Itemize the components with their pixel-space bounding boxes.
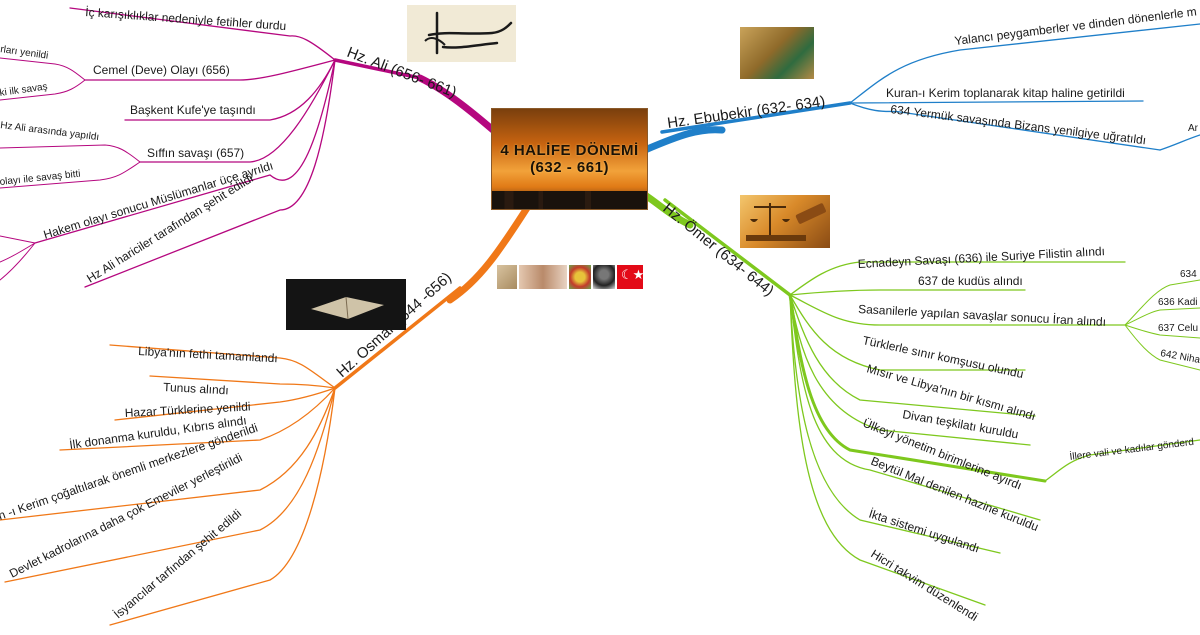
ali-item-arasinda-yapildi[interactable]: Hz Ali arasında yapıldı: [0, 120, 100, 143]
ebubekir-image: [740, 27, 814, 79]
strip-image-3: [569, 265, 591, 289]
ali-sub-connector-3: [0, 57, 86, 81]
ebubekir-sub-connector-4: [1159, 134, 1200, 151]
ebubekir-sub-connector-1: [849, 23, 1200, 104]
osman-item-sehit[interactable]: İsyancılar tarfından şehit edildi: [111, 506, 244, 621]
calligraphy-icon: [424, 11, 513, 55]
osman-sub-connector-5: [0, 387, 336, 521]
omer-sub-connector-4: [1124, 279, 1200, 326]
central-title-line2: (632 - 661): [530, 159, 609, 176]
osman-sub-connector-7: [109, 387, 336, 626]
omer-sub-connector-5: [1124, 307, 1200, 326]
ali-sub-connector-9: [34, 59, 336, 244]
omer-sub-connector-2: [789, 289, 1026, 296]
turkish-flag-icon: [617, 265, 643, 289]
ali-sub-connector-2: [84, 59, 336, 81]
osman-sub-connector-2: [149, 375, 336, 389]
osman-sub-connector-1: [109, 344, 336, 389]
city-skyline: [492, 191, 647, 209]
ebubekir-item-yermuk[interactable]: 634 Yermük savaşında Bizans yenilgiye uğ…: [890, 102, 1147, 147]
omer-sub-connector-7: [1124, 324, 1200, 371]
central-topic[interactable]: 4 HALİFE DÖNEMİ (632 - 661): [492, 109, 647, 209]
osman-item-libya[interactable]: Libya'nın fethi tamamlandı: [138, 344, 278, 365]
strip-image-2: [519, 265, 567, 289]
branch-ali: [0, 7, 504, 288]
omer-sub-connector-11: [788, 293, 1047, 483]
osman-sub-connector-3: [114, 387, 336, 421]
omer-item-642-niha[interactable]: 642 Niha: [1159, 348, 1200, 366]
ali-item-kufe[interactable]: Başkent Kufe'ye taşındı: [130, 103, 256, 117]
ali-sub-connector-13: [84, 59, 336, 288]
osman-main-connector: [446, 204, 531, 304]
omer-item-hicri-takvim[interactable]: Hicri takvim düzenlendi: [868, 547, 980, 624]
ali-sub-connector-6: [139, 59, 336, 163]
ali-sub-connector-11: [0, 242, 36, 263]
ali-item-ilk-savas[interactable]: ki ilk savaş: [0, 81, 48, 99]
ebubekir-sub-connector-3: [849, 102, 1161, 151]
strip-image-1: [497, 265, 517, 289]
branch-osman: [0, 204, 531, 626]
ali-item-fetihler-durdu[interactable]: İç karışıklıklar nedeniyle fetihler durd…: [85, 5, 287, 33]
ali-item-siffin[interactable]: Sıffın savaşı (657): [147, 146, 244, 160]
ali-sub-connector-10: [0, 235, 36, 244]
ali-sub-connector-1: [69, 7, 336, 61]
ali-sub-connector-4: [0, 79, 86, 101]
central-title-line1: 4 HALİFE DÖNEMİ: [500, 142, 639, 159]
osman-item-tunus[interactable]: Tunus alındı: [163, 380, 229, 397]
strip-image-portrait: [593, 265, 615, 289]
omer-item-vali-kadi[interactable]: İllere vali ve kadılar gönderd: [1069, 435, 1195, 463]
omer-item-ecnadeyn[interactable]: Ecnadeyn Savaşı (636) ile Suriye Filisti…: [857, 244, 1105, 271]
ebubekir-underline: [660, 101, 852, 134]
omer-scales-image: [740, 195, 830, 248]
omer-sub-connector-1: [789, 261, 1126, 296]
ali-sub-connector-7: [0, 144, 141, 163]
ali-calligraphy-image: [407, 5, 516, 62]
omer-item-ikta[interactable]: İkta sistemi uygulandı: [867, 507, 981, 556]
branch-ebubekir: [641, 23, 1200, 154]
omer-item-634[interactable]: 634: [1180, 269, 1197, 280]
omer-sub-connector-6: [1124, 324, 1200, 339]
omer-item-kudus[interactable]: 637 de kudüs alındı: [918, 274, 1023, 288]
omer-sub-connector-8: [789, 294, 1026, 371]
omer-sub-connector-9: [789, 294, 1036, 417]
osman-underline: [333, 286, 462, 390]
justice-scales-icon: [746, 203, 826, 241]
omer-sub-connector-3: [789, 294, 1126, 326]
osman-item-hazar[interactable]: Hazar Türklerine yenildi: [124, 399, 250, 420]
omer-item-636-kadi[interactable]: 636 Kadi: [1158, 297, 1197, 308]
omer-main-connector: [641, 191, 694, 229]
ebubekir-sub-connector-2: [849, 100, 1144, 104]
branch-omer: [641, 191, 1200, 606]
osman-manuscript-image: [286, 279, 406, 330]
omer-sub-connector-15: [789, 294, 986, 606]
ebubekir-item-kuran[interactable]: Kuran-ı Kerim toplanarak kitap haline ge…: [886, 86, 1125, 100]
ebubekir-main-connector: [641, 126, 726, 154]
ali-main-connector: [416, 74, 504, 140]
omer-sub-connector-12: [1044, 439, 1200, 482]
ebubekir-item-yalanci[interactable]: Yalancı peygamberler ve dinden dönenlerl…: [954, 4, 1198, 48]
footer-image-strip: [497, 265, 643, 289]
ali-underline: [333, 58, 422, 80]
osman-sub-connector-6: [4, 387, 336, 583]
manuscript-icon: [311, 296, 384, 320]
ali-sub-connector-8: [0, 161, 141, 189]
ebubekir-item-ar[interactable]: Ar: [1188, 123, 1199, 134]
ali-item-cemel[interactable]: Cemel (Deve) Olayı (656): [93, 63, 230, 77]
omer-underline: [663, 198, 792, 297]
osman-sub-connector-4: [59, 387, 336, 451]
omer-sub-connector-13: [789, 294, 1041, 521]
ebubekir-branch-label[interactable]: Hz. Ebubekir (632- 634): [666, 93, 826, 132]
omer-item-637-celu[interactable]: 637 Celu: [1158, 323, 1198, 334]
ali-sub-connector-12: [0, 242, 36, 281]
